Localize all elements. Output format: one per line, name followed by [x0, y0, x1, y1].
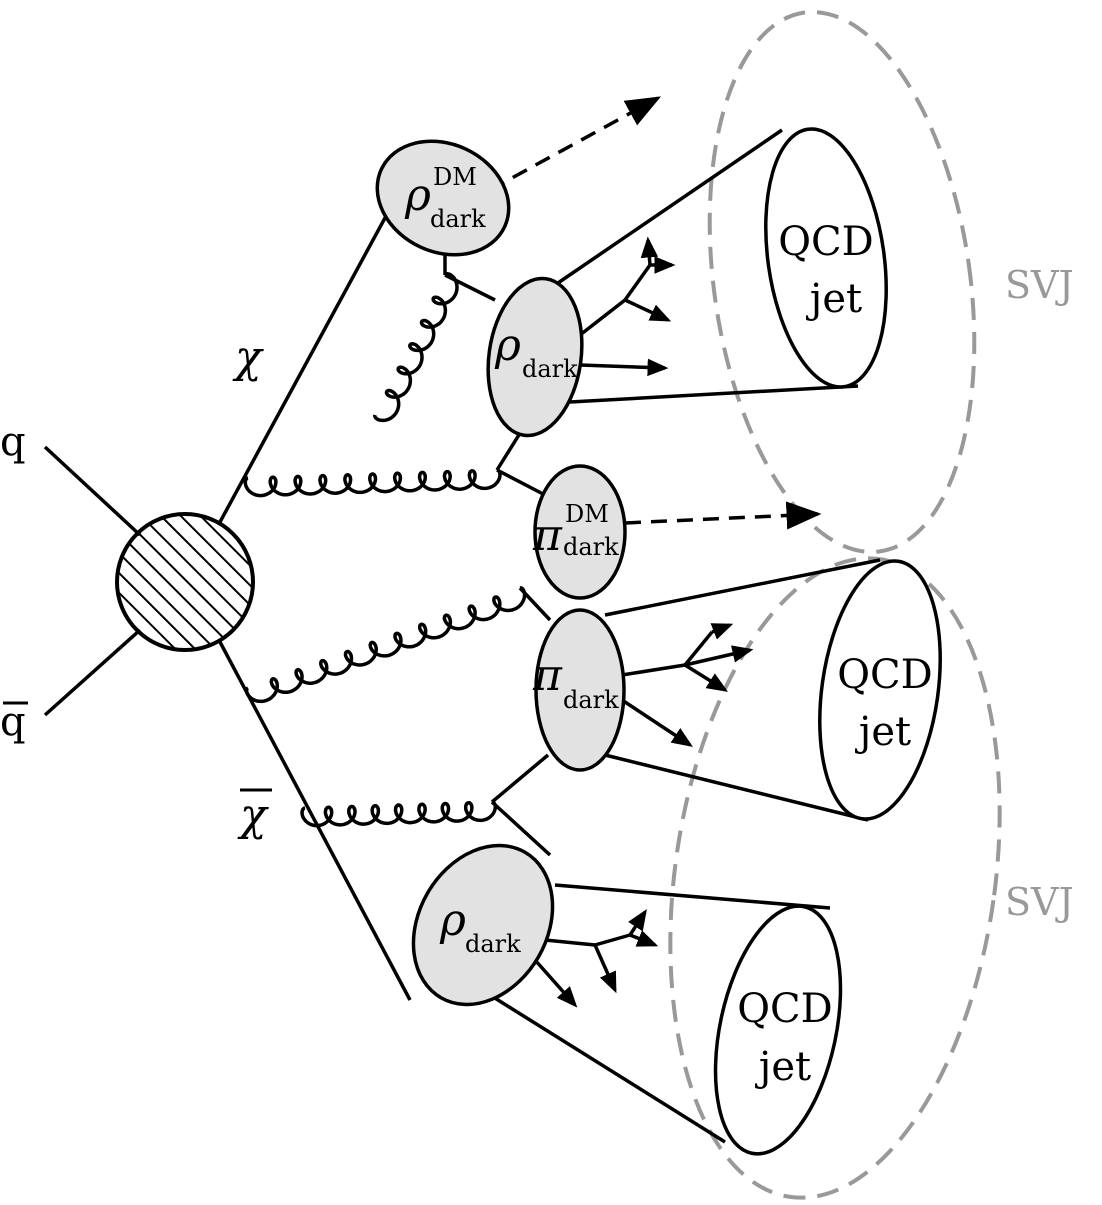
- rho-dark-bottom-label: ρ dark: [439, 895, 521, 958]
- chibar-label: χ: [237, 790, 269, 841]
- svg-text:ρ: ρ: [494, 320, 521, 371]
- pi-dark-blob: [534, 608, 626, 772]
- rho-dark-label: ρ dark: [494, 320, 578, 383]
- rho-dark-dm-blob: [375, 139, 511, 257]
- connector: [496, 468, 546, 497]
- svg-text:QCD: QCD: [778, 219, 873, 265]
- jet-cone-edge: [554, 128, 783, 287]
- connector: [490, 753, 550, 804]
- dark-matter-arrow: [489, 96, 662, 192]
- jet-cone-edge: [569, 384, 859, 404]
- chi-line: [218, 204, 394, 523]
- svg-text:dark: dark: [522, 355, 578, 383]
- svg-text:dark: dark: [430, 205, 486, 233]
- quark-line: [43, 445, 142, 537]
- rho-dark-dm-label: ρ DM dark: [404, 163, 486, 233]
- svg-text:dark: dark: [563, 686, 619, 714]
- rho-dark-bottom-blob: [411, 843, 555, 1007]
- qcd-jet-bottom-label: QCD jet: [737, 986, 832, 1090]
- dark-matter-arrow: [624, 501, 822, 530]
- svg-text:QCD: QCD: [837, 652, 932, 698]
- antiquark-line: [43, 628, 142, 717]
- svg-text:DM: DM: [565, 500, 609, 528]
- gluon-line: [300, 800, 498, 828]
- svg-text:dark: dark: [563, 533, 619, 561]
- qcd-jet-top-label: QCD jet: [778, 219, 873, 322]
- qcd-jet-middle: [818, 559, 942, 821]
- chibar-line: [218, 641, 412, 1001]
- jet-cone-edge: [554, 883, 831, 910]
- pi-dark-dm-blob: [533, 464, 627, 600]
- svg-text:ρ: ρ: [439, 895, 466, 946]
- gluon-group: [243, 272, 527, 828]
- antiquark-label: q: [0, 699, 26, 745]
- chi-label: χ: [232, 332, 264, 383]
- connector: [490, 800, 552, 857]
- jet-cone-edge: [604, 753, 869, 822]
- svg-text:QCD: QCD: [737, 986, 832, 1032]
- svg-text:DM: DM: [433, 163, 477, 191]
- connector: [495, 429, 524, 471]
- rho-dark-blob: [486, 276, 584, 438]
- qcd-jet-top: [764, 127, 888, 389]
- qcd-jet-middle-label: QCD jet: [837, 652, 932, 755]
- gluon-line: [243, 468, 502, 498]
- svg-text:dark: dark: [465, 930, 521, 958]
- jet-cone-edge: [489, 993, 726, 1144]
- hard-scatter-blob: [115, 512, 255, 652]
- svj-boundary-top: [707, 10, 977, 554]
- gluon-line: [373, 272, 459, 423]
- svj-label-bottom: SVJ: [1005, 880, 1074, 924]
- svg-text:π: π: [532, 650, 563, 701]
- svg-text:jet: jet: [855, 709, 911, 755]
- svg-text:π: π: [532, 510, 563, 561]
- shower-arrows: [533, 236, 754, 1008]
- pi-dark-label: π dark: [532, 650, 619, 714]
- qcd-jet-bottom: [713, 904, 843, 1156]
- quark-label: q: [0, 419, 26, 465]
- svg-text:jet: jet: [755, 1044, 811, 1090]
- svj-label-top: SVJ: [1005, 263, 1074, 307]
- gluon-line: [244, 586, 527, 704]
- svg-text:jet: jet: [806, 276, 862, 322]
- svg-text:ρ: ρ: [404, 170, 431, 221]
- jet-cone-edge: [604, 558, 881, 617]
- pi-dark-dm-label: π DM dark: [532, 500, 619, 561]
